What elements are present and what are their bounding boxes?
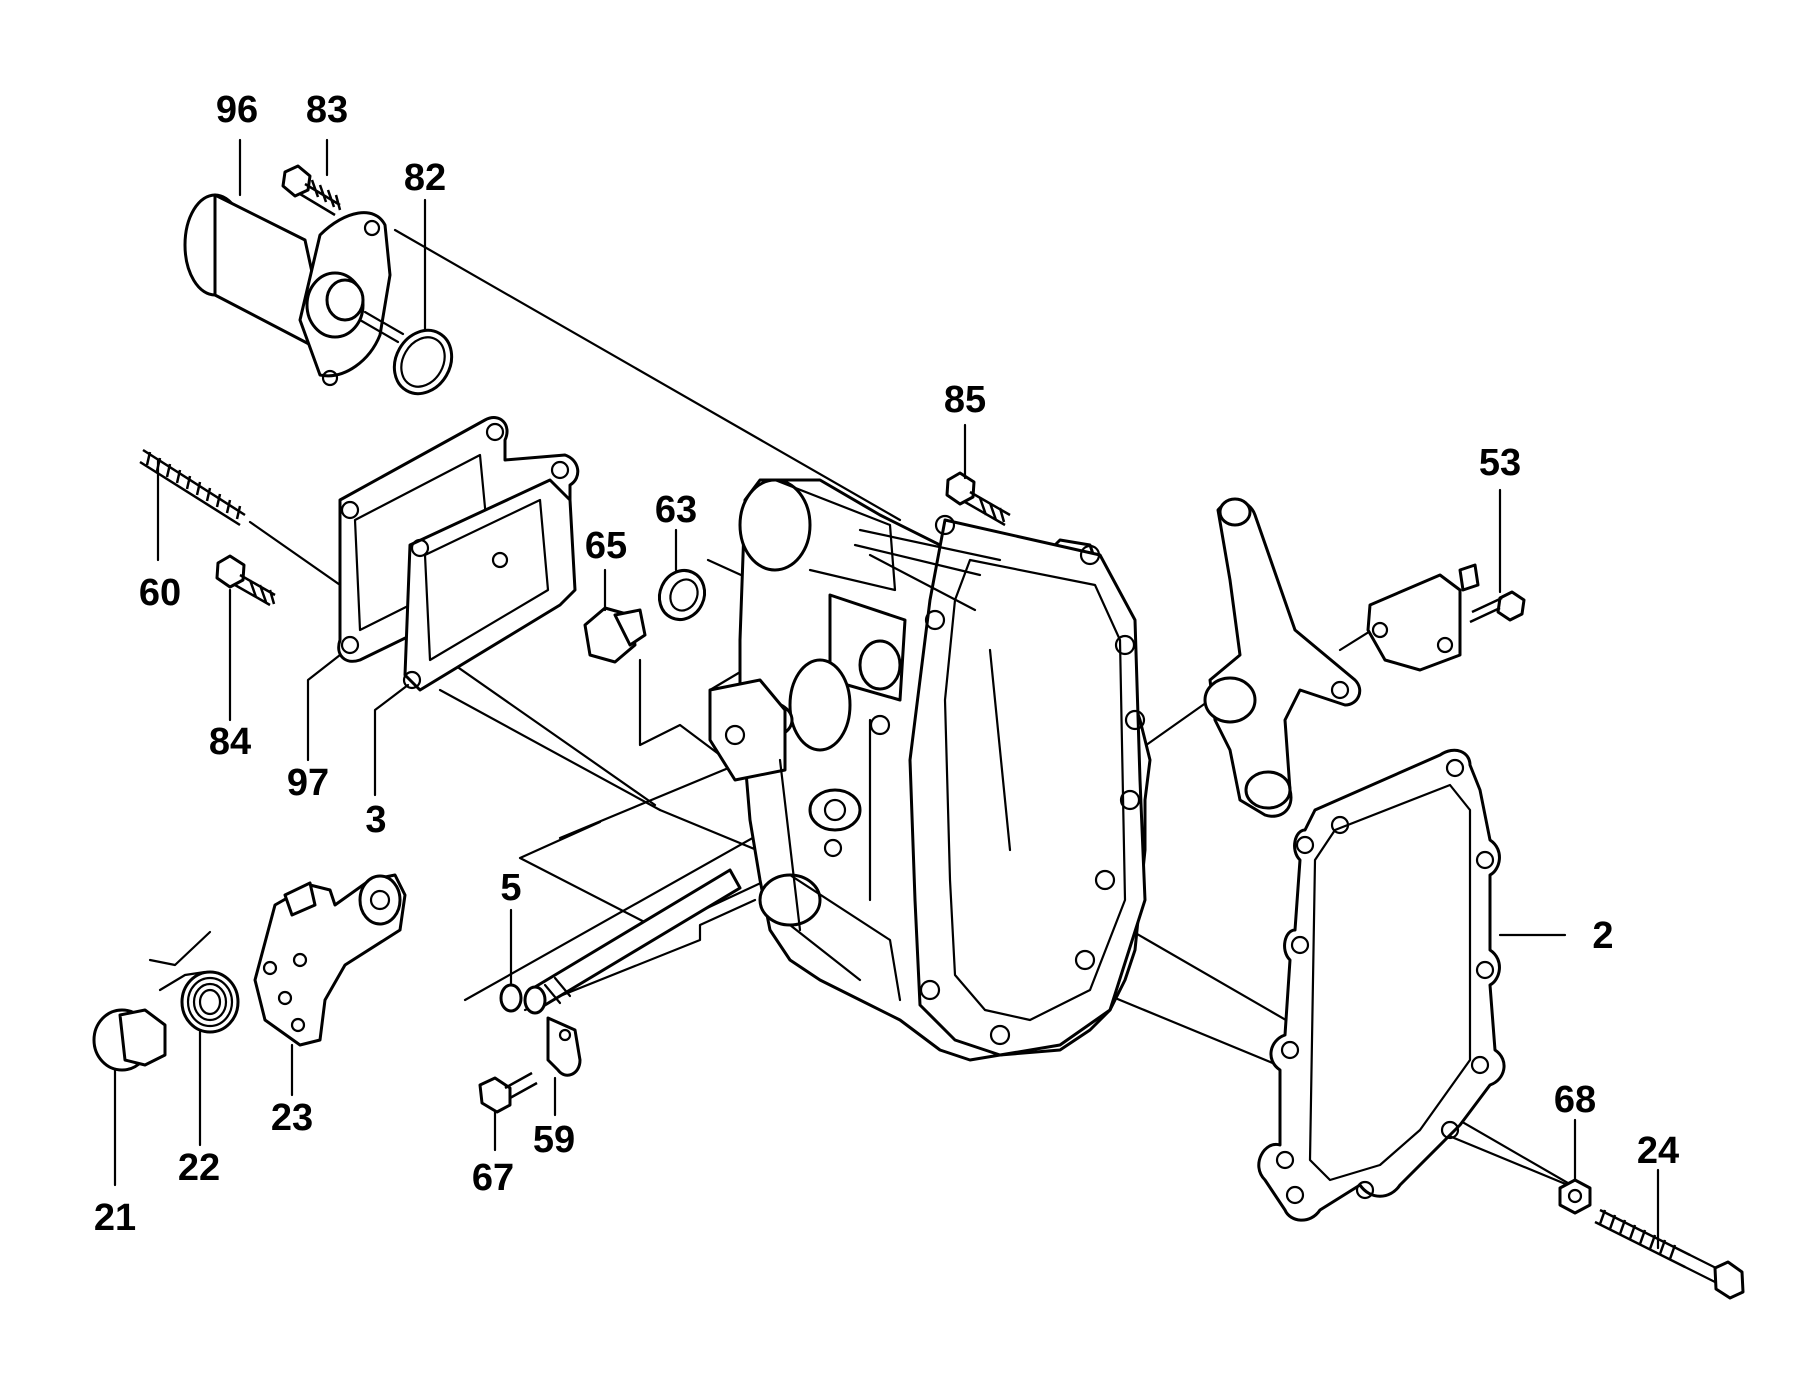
- callout-labels: 96 83 82 85 53 60 65 63 84 97 3 5 2 23 2…: [94, 89, 1679, 1239]
- gasket-part-2: [1257, 748, 1506, 1222]
- callout-85: 85: [944, 379, 986, 421]
- callout-82: 82: [404, 157, 446, 199]
- callout-65: 65: [585, 525, 627, 567]
- bracket-plate-part-53: [1366, 563, 1526, 672]
- plate-part-3: [402, 478, 577, 692]
- callout-23: 23: [271, 1097, 313, 1139]
- main-housing: [708, 478, 1152, 1062]
- callout-60: 60: [139, 572, 181, 614]
- clip-part-59: [546, 1016, 582, 1077]
- callout-22: 22: [178, 1147, 220, 1189]
- bolt-part-24: [1594, 1208, 1745, 1300]
- callout-84: 84: [209, 721, 251, 763]
- bolt-part-85: [945, 471, 1011, 527]
- lever-arm: [1203, 497, 1362, 818]
- nut-part-68: [1558, 1178, 1592, 1215]
- callout-21: 21: [94, 1197, 136, 1239]
- bolt-part-83: [281, 164, 342, 217]
- spring-part-22: [148, 930, 240, 1034]
- callout-83: 83: [306, 89, 348, 131]
- callout-59: 59: [533, 1119, 575, 1161]
- callout-2: 2: [1592, 915, 1613, 957]
- callout-53: 53: [1479, 442, 1521, 484]
- callout-leaders: [113, 138, 1660, 1250]
- callout-3: 3: [365, 799, 386, 841]
- stud-part-60: [139, 448, 246, 527]
- o-ring-part-5: [499, 983, 523, 1013]
- callout-24: 24: [1637, 1130, 1679, 1172]
- bolt-part-84: [215, 554, 276, 607]
- callout-97: 97: [287, 762, 329, 804]
- plug-part-21: [92, 1008, 167, 1072]
- callout-68: 68: [1554, 1079, 1596, 1121]
- washer-part-63: [657, 569, 707, 621]
- callout-67: 67: [472, 1157, 514, 1199]
- callout-96: 96: [216, 89, 258, 131]
- bolt-part-67: [478, 1071, 538, 1114]
- callout-63: 63: [655, 489, 697, 531]
- plug-part-65: [583, 606, 647, 664]
- callout-5: 5: [500, 867, 521, 909]
- lever-part-23: [253, 873, 407, 1047]
- solenoid-part-96: [183, 193, 405, 387]
- shaft: [523, 868, 742, 1015]
- o-ring-part-82: [392, 328, 454, 396]
